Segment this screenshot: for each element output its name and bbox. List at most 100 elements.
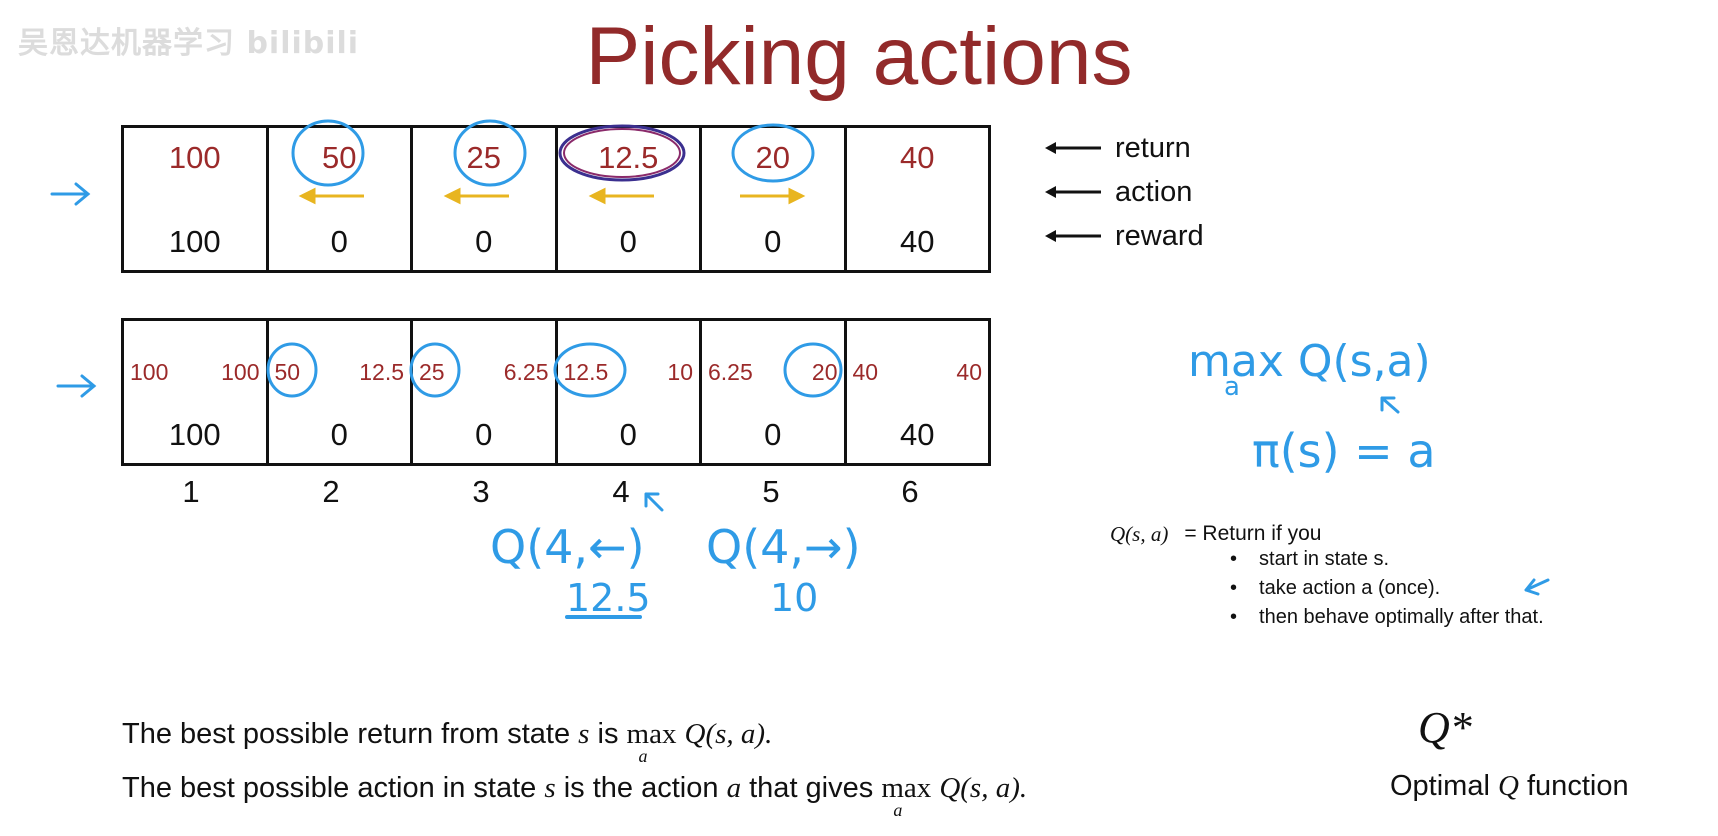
- definition-lhs: Q(s, a): [1110, 521, 1169, 546]
- q-right-value: 10: [667, 359, 693, 385]
- handwritten-policy: π(s) = a: [1252, 424, 1436, 478]
- q-right-value: 20: [811, 359, 838, 385]
- reward-value: 40: [900, 417, 935, 452]
- reward-value: 0: [330, 224, 348, 259]
- reward-value: 0: [330, 417, 348, 452]
- top-cell-6: 40 40: [843, 125, 991, 273]
- row-labels: return action reward: [1045, 126, 1204, 258]
- bottom-state-grid: 100 100 100 50 12.5 0 25 6.25 0 12.5 10 …: [121, 318, 991, 466]
- q-right-value: 6.25: [503, 359, 549, 385]
- return-value: 100: [168, 140, 221, 175]
- q-right-value: 12.5: [359, 359, 404, 385]
- state-number: 4: [612, 474, 630, 509]
- handwritten-q4-right: Q(4,→): [706, 520, 861, 574]
- label-action-text: action: [1115, 175, 1193, 208]
- circle-mark: [553, 342, 627, 398]
- circle-mark: [731, 123, 815, 183]
- math-var: s: [544, 772, 556, 804]
- pointer-arrow-icon: [1380, 396, 1400, 414]
- statement-text: is: [597, 718, 619, 750]
- top-cell-3: 25 0: [410, 125, 558, 273]
- optimal-prefix: Optimal: [1390, 770, 1490, 802]
- reward-value: 0: [764, 417, 782, 452]
- q-right-value: 100: [221, 359, 260, 385]
- math-var: a: [726, 772, 742, 804]
- watermark: 吴恩达机器学习 bilibili: [18, 26, 360, 61]
- left-arrow-icon: [1045, 186, 1101, 198]
- max-word: max: [626, 718, 677, 750]
- definition-bullet: take action a (once).: [1230, 577, 1544, 606]
- left-arrow-icon: [1045, 142, 1101, 154]
- label-reward: reward: [1045, 214, 1204, 258]
- optimal-suffix: function: [1527, 770, 1629, 802]
- definition-bullets: start in state s. take action a (once). …: [1110, 548, 1544, 635]
- bottom-cell-6: 40 40 40: [843, 318, 991, 466]
- reward-value: 0: [764, 224, 782, 259]
- return-value: 50: [322, 140, 357, 175]
- left-action-arrow-icon: [443, 187, 509, 205]
- circle-mark: [783, 342, 843, 398]
- right-action-arrow-icon: [740, 187, 806, 205]
- q-left-value: 25: [419, 359, 445, 385]
- q-definition: Q(s, a) = Return if you start in state s…: [1110, 520, 1544, 635]
- handwritten-q4-left-value: 12.5: [566, 576, 651, 620]
- circle-mark: [291, 119, 365, 187]
- handwritten-q4-right-value: 10: [770, 576, 819, 620]
- statement-line-2: The best possible action in state s is t…: [122, 772, 1028, 820]
- definition-bullet: then behave optimally after that.: [1230, 606, 1544, 635]
- max-sub: a: [638, 746, 648, 766]
- circle-mark: [409, 342, 461, 398]
- label-return-text: return: [1115, 131, 1191, 164]
- optimal-var: Q: [1497, 770, 1519, 802]
- definition-bullet: start in state s.: [1230, 548, 1544, 577]
- left-action-arrow-icon: [298, 187, 364, 205]
- q-left-value: 40: [852, 359, 879, 385]
- statement-text: The best possible action in state: [122, 772, 537, 804]
- reward-value: 0: [475, 224, 493, 259]
- return-value: 40: [900, 140, 935, 175]
- left-arrow-icon: [1045, 230, 1101, 242]
- math-var: s: [578, 718, 590, 750]
- pointer-arrow-icon: [644, 492, 664, 512]
- q-left-value: 12.5: [563, 359, 609, 385]
- q-left-value: 6.25: [708, 359, 753, 385]
- reward-value: 100: [168, 224, 221, 259]
- return-value: 25: [466, 140, 501, 175]
- left-action-arrow-icon: [588, 187, 654, 205]
- max-word: max: [881, 772, 932, 804]
- return-value: 20: [755, 140, 790, 175]
- state-number: 5: [762, 474, 780, 509]
- label-return: return: [1045, 126, 1204, 170]
- math-expr: Q(s, a).: [939, 772, 1028, 804]
- return-value: 12.5: [598, 140, 659, 175]
- statement-text: is the action: [563, 772, 719, 804]
- state-number: 1: [182, 474, 200, 509]
- optimal-q-label: Optimal Q function: [1390, 770, 1629, 803]
- q-star-symbol: Q*: [1418, 703, 1472, 752]
- handwritten-q4-left: Q(4,←): [490, 520, 645, 574]
- circle-mark: [558, 124, 686, 182]
- handwritten-max-q: max Q(s,a): [1188, 336, 1431, 387]
- state-number: 3: [472, 474, 490, 509]
- reward-value: 0: [619, 417, 637, 452]
- math-expr: Q(s, a).: [684, 718, 773, 750]
- top-state-grid: 100 100 50 0 25 0 12.5 0 20 0 40 40: [121, 125, 991, 273]
- circle-mark: [563, 128, 681, 178]
- start-arrow-icon: [56, 374, 97, 398]
- statement-text: that gives: [749, 772, 874, 804]
- max-sub: a: [893, 800, 903, 820]
- circle-mark: [266, 342, 318, 398]
- label-reward-text: reward: [1115, 219, 1204, 252]
- q-right-value: 40: [956, 359, 982, 385]
- handwritten-max-sub: a: [1224, 372, 1240, 402]
- definition-rhs: = Return if you: [1184, 522, 1322, 545]
- statement-text: The best possible return from state: [122, 718, 571, 750]
- circle-mark: [453, 119, 527, 187]
- reward-value: 100: [168, 417, 221, 452]
- reward-value: 0: [475, 417, 493, 452]
- bottom-cell-2: 50 12.5 0: [265, 318, 413, 466]
- label-action: action: [1045, 170, 1204, 214]
